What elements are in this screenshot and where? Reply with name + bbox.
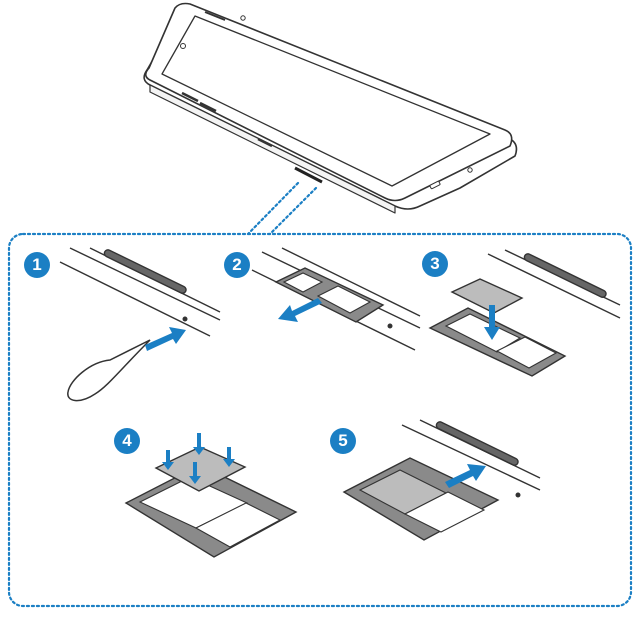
press-arrow-icon bbox=[484, 305, 500, 340]
step-3-illustration bbox=[428, 249, 621, 377]
step-1-illustration bbox=[59, 247, 221, 402]
phone-illustration bbox=[143, 2, 518, 214]
insert-tray-arrow-icon bbox=[445, 464, 486, 488]
step-badge-1: 1 bbox=[24, 252, 50, 278]
insert-arrow-icon bbox=[145, 327, 186, 351]
zoom-callout-lines bbox=[246, 181, 318, 236]
step-2-illustration bbox=[251, 247, 421, 351]
step-badge-3: 3 bbox=[422, 251, 448, 277]
press-down-arrows-icon bbox=[162, 433, 235, 484]
step-5-illustration bbox=[342, 419, 541, 541]
step-badge-5: 5 bbox=[330, 428, 356, 454]
step-4-illustration bbox=[124, 446, 298, 558]
step-badge-2: 2 bbox=[224, 252, 250, 278]
detail-frame bbox=[7, 232, 633, 608]
step-badge-4: 4 bbox=[114, 428, 140, 454]
pull-arrow-icon bbox=[278, 298, 322, 322]
